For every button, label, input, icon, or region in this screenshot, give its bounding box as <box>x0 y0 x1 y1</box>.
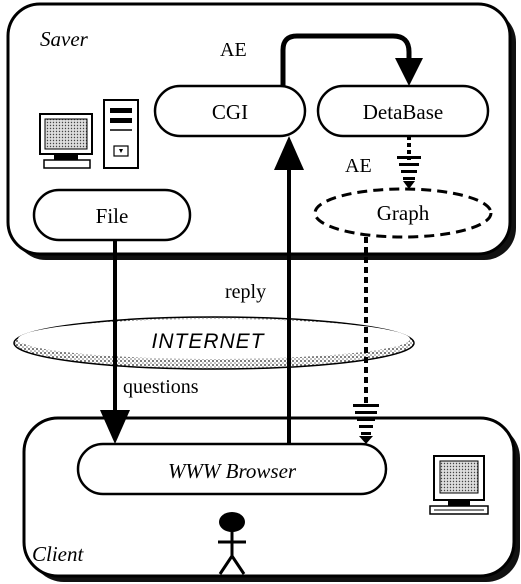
client-label: Client <box>32 542 84 566</box>
file-node: File <box>32 188 192 242</box>
questions-label: questions <box>123 376 199 398</box>
graph-node: Graph <box>313 187 493 239</box>
person-icon <box>218 512 246 575</box>
database-node: DetaBase <box>316 84 490 138</box>
internet-label: INTERNET <box>152 330 266 353</box>
graph-to-browser-arrow <box>353 237 379 444</box>
graph-label: Graph <box>377 201 430 225</box>
ae-arrow-cgi-to-database <box>280 33 423 86</box>
browser-label: WWW Browser <box>168 459 297 483</box>
desktop-computer-icon <box>39 99 139 169</box>
ae-mid-label: AE <box>345 155 372 177</box>
ae-top-label: AE <box>220 39 247 61</box>
database-label: DetaBase <box>363 100 443 124</box>
cgi-label: CGI <box>212 100 248 124</box>
ae-arrow-database-to-graph <box>397 136 421 189</box>
cgi-node: CGI <box>153 84 307 138</box>
server-label: Saver <box>40 27 89 51</box>
reply-label: reply <box>225 281 266 303</box>
browser-node: WWW Browser <box>76 442 388 496</box>
reply-arrow <box>274 136 304 444</box>
computer-icon <box>429 455 489 515</box>
questions-arrow <box>100 240 130 444</box>
file-label: File <box>96 204 129 228</box>
